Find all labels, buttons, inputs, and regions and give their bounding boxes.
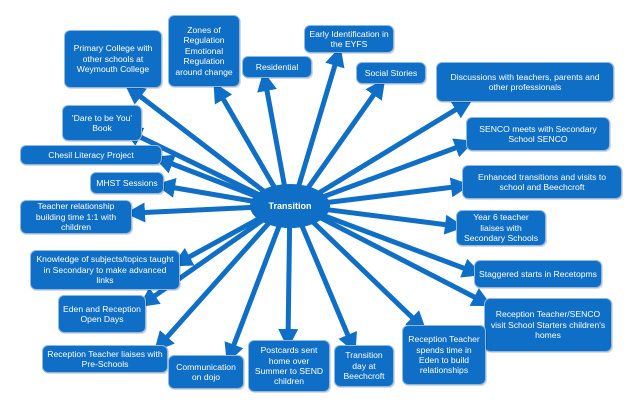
node-year6-teacher: Year 6 teacher liaises with Secondary Sc…	[456, 210, 546, 246]
node-postcards: Postcards sent home over Summer to SEND …	[248, 340, 330, 392]
node-transition-day: Transition day at Beechcroft	[334, 345, 394, 387]
node-teacher-relationship: Teacher relationship building time 1:1 w…	[20, 200, 132, 234]
arrow-staggered-starts	[309, 208, 483, 278]
node-reception-liaises: Reception Teacher liaises with Pre-Schoo…	[42, 345, 168, 373]
node-mhst-sessions: MHST Sessions	[90, 172, 164, 194]
arrow-chesil-literacy	[153, 154, 271, 204]
arrow-senco-meets	[309, 138, 475, 204]
arrow-enhanced-transitions	[311, 177, 471, 207]
node-reception-eden: Reception Teacher spends time in Eden to…	[402, 325, 486, 385]
hub-label: Transition	[268, 201, 312, 211]
node-senco-meets: SENCO meets with Secondary School SENCO	[466, 117, 610, 151]
node-social-stories: Social Stories	[356, 62, 426, 84]
arrow-year6-teacher	[311, 205, 465, 235]
node-eden-reception: Eden and Reception Open Days	[58, 295, 146, 333]
node-dare-to-be-you: 'Dare to be You' Book	[62, 105, 142, 141]
arrow-knowledge-subjects	[172, 210, 272, 267]
arrow-primary-college	[124, 84, 274, 200]
node-early-identification: Early Identification in the EYFS	[304, 25, 394, 53]
arrow-residential	[257, 71, 289, 193]
arrow-reception-senco-visit	[308, 209, 493, 307]
node-knowledge-subjects: Knowledge of subjects/topics taught in S…	[30, 250, 180, 290]
hub-ellipse	[250, 184, 330, 228]
node-reception-senco-visit: Reception Teacher/SENCO visit School Sta…	[484, 298, 612, 352]
arrow-zones-of-regulation	[213, 82, 281, 196]
arrow-dare-to-be-you	[121, 127, 272, 203]
node-zones-of-regulation: Zones of Regulation Emotional Regulation…	[168, 15, 240, 87]
arrow-postcards	[278, 219, 299, 349]
arrow-reception-eden	[304, 213, 427, 332]
node-communication-dojo: Communication on dojo	[168, 355, 244, 389]
arrow-transition-day	[296, 217, 357, 354]
arrow-reception-liaises	[154, 214, 277, 352]
arrow-mhst-sessions	[155, 177, 269, 207]
node-primary-college: Primary College with other schools at We…	[64, 30, 162, 88]
arrow-social-stories	[301, 78, 386, 197]
arrow-early-identification	[294, 46, 345, 194]
node-discussions: Discussions with teachers, parents and o…	[436, 62, 614, 102]
node-residential: Residential	[242, 56, 312, 78]
arrow-communication-dojo	[224, 218, 285, 364]
arrow-teacher-relationship	[125, 202, 269, 223]
node-chesil-literacy: Chesil Literacy Project	[20, 145, 162, 165]
node-enhanced-transitions: Enhanced transitions and visits to schoo…	[462, 165, 622, 199]
arrow-discussions	[307, 99, 473, 202]
node-staggered-starts: Staggered starts in Recetopms	[474, 260, 602, 288]
